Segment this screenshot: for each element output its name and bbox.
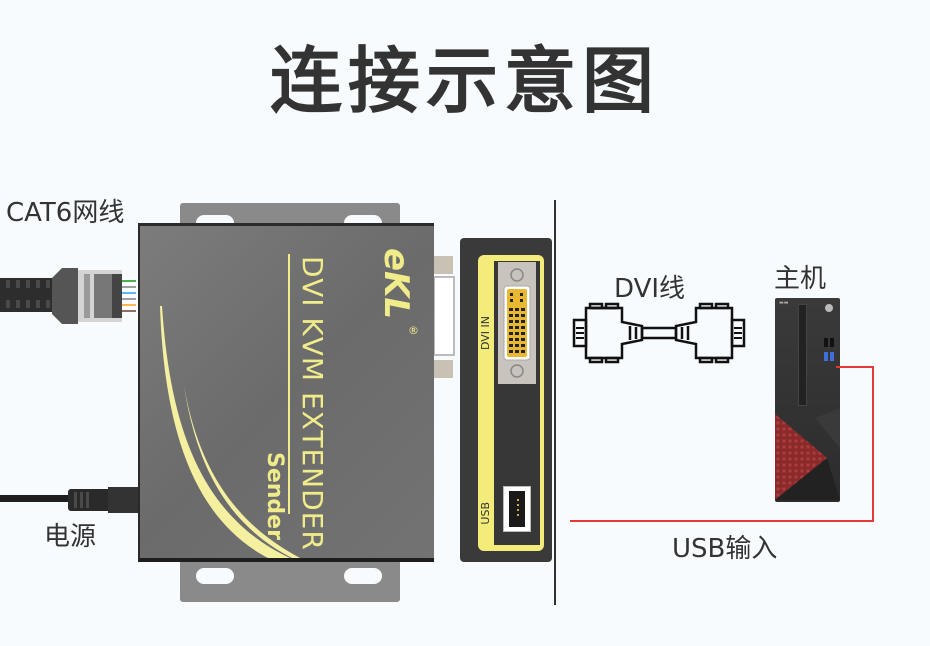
kvm-extender-sender-device: DVI KVM EXTENDER Sender eKL ® <box>138 223 434 562</box>
product-name: DVI KVM EXTENDER <box>296 256 329 551</box>
host-label: 主机 <box>774 264 827 294</box>
brand-logo: eKL <box>376 248 416 320</box>
mounting-bracket-bottom <box>180 560 400 602</box>
dvi-cable-label: DVI线 <box>614 274 686 304</box>
dvi-side-connector-icon <box>433 256 455 380</box>
accent-divider <box>288 254 290 514</box>
usb-port-label: USB <box>479 502 492 525</box>
usb-connection-line-vertical <box>872 366 874 522</box>
dvi-cable-icon <box>572 302 746 364</box>
power-label: 电源 <box>44 522 97 552</box>
model-label: Sender <box>262 452 287 540</box>
power-button-icon <box>825 304 833 312</box>
page-title: 连接示意图 <box>269 38 660 123</box>
host-computer-icon: ▬▬ <box>775 298 840 502</box>
cat6-cable-label: CAT6网线 <box>6 198 125 228</box>
host-usb-port-icon <box>824 352 828 361</box>
usb-port[interactable] <box>503 486 531 532</box>
usb-input-label: USB输入 <box>672 534 778 564</box>
usb-connection-line-host <box>836 366 874 368</box>
usb-connection-line-horizontal <box>570 520 874 522</box>
power-cable-icon <box>0 486 138 514</box>
dvi-in-port[interactable] <box>498 262 536 384</box>
dvi-in-label: DVI IN <box>479 316 492 351</box>
cat6-cable-icon <box>0 266 136 324</box>
wall-divider <box>554 200 556 605</box>
registered-mark: ® <box>408 324 419 337</box>
